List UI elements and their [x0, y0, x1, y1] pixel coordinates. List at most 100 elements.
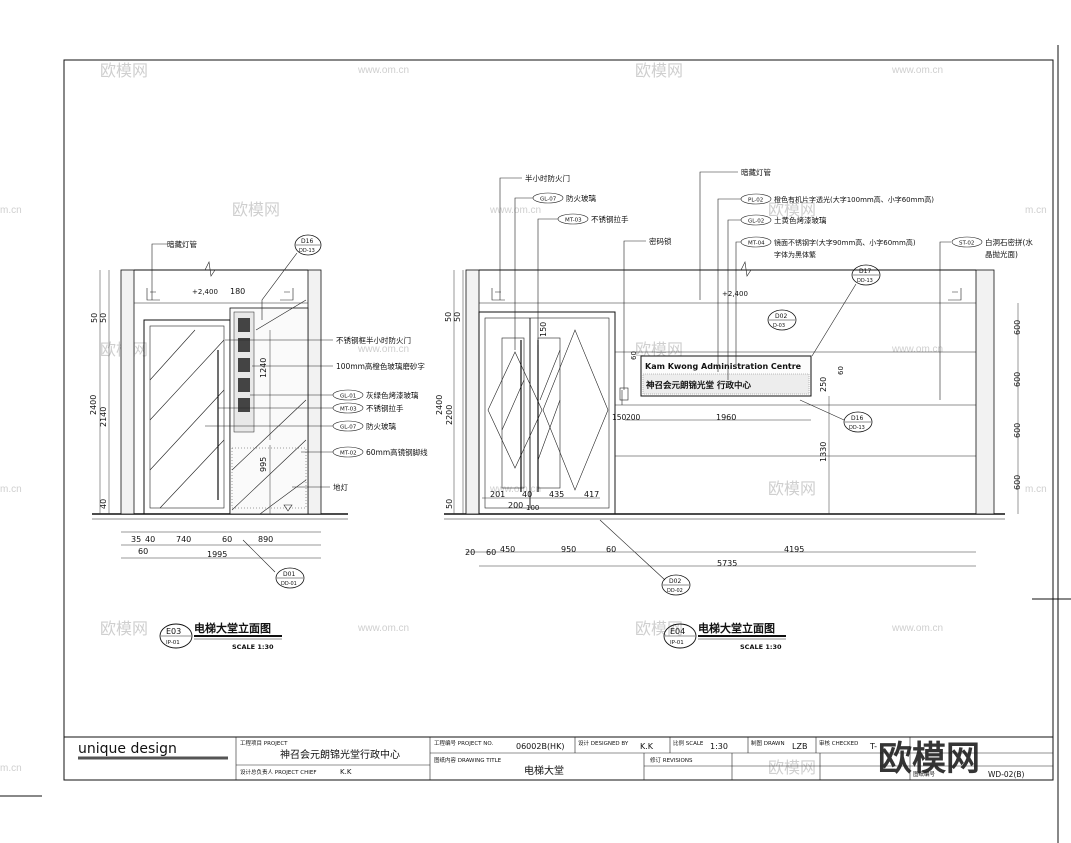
dim-text: 4195: [784, 545, 804, 554]
project-value: 神召会元朗锦光堂行政中心: [280, 748, 400, 761]
wall-right: [307, 269, 322, 515]
material-tag-code: GL-07: [340, 425, 357, 431]
material-tag: [332, 402, 364, 414]
panel-hatch: [231, 299, 307, 515]
detail-ref-number: D16: [851, 415, 863, 422]
detail-ref-number: D16: [301, 238, 313, 245]
watermark-site: m.cn: [0, 763, 22, 774]
annotation-st02: 白洞石密拼(水: [985, 237, 1033, 247]
material-tag-code: MT-04: [748, 241, 765, 247]
dim-text: 200: [626, 413, 641, 422]
frosted-char: [238, 318, 250, 332]
annotation-mt04-line2: 字体为黑体繁: [774, 250, 816, 259]
leader-line: [151, 243, 168, 300]
annotation-tag2: 不锈钢拉手: [366, 403, 404, 413]
break-symbol: [740, 261, 752, 277]
dim-text: 600: [1013, 423, 1022, 438]
drawn-value: LZB: [792, 742, 807, 751]
detail-ref-sheet: DD-13: [849, 425, 865, 431]
dim-text: 600: [1013, 372, 1022, 387]
watermark-site: www.om.cn: [891, 65, 943, 76]
leader-line: [261, 252, 298, 320]
watermark-site: www.om.cn: [357, 344, 409, 355]
dim-text: 2200: [445, 405, 454, 425]
frosted-char: [238, 358, 250, 372]
dim-text: 201: [490, 490, 505, 499]
annotation-gl07: 防火玻璃: [566, 193, 596, 203]
dim-text: 950: [561, 545, 576, 554]
annotation-glass: 100mm高橙色玻璃磨砂字: [336, 361, 425, 371]
dim-text: 60: [486, 548, 496, 557]
detail-ref-sheet: DD-13: [857, 278, 873, 284]
annotation-st02-line2: 晶抛光面): [985, 249, 1018, 259]
dim-text: 2140: [99, 407, 108, 427]
floor-light-symbol: [283, 504, 293, 512]
detail-ref-sheet: DD-01: [281, 581, 297, 587]
leader-line: [623, 240, 646, 390]
detail-ref-number: D02: [775, 313, 787, 320]
elevation-ref-number: E03: [166, 627, 181, 636]
panel-lower-stipple: [231, 447, 307, 509]
dim-text: 100: [526, 504, 539, 512]
dim-text: 890: [258, 535, 273, 544]
wall-right: [975, 269, 995, 515]
sheet-border: [63, 59, 1054, 781]
project-label: 工程项目 PROJECT: [240, 739, 288, 747]
project-no-label: 工程编号 PROJECT NO.: [434, 739, 493, 747]
cove-light-left: [491, 288, 505, 301]
dim-text: 150: [612, 413, 627, 422]
door-diamond: [487, 329, 609, 491]
watermark-logo: 欧模网: [100, 620, 148, 638]
dim-text: 2400: [89, 395, 98, 415]
checked-value: T-: [869, 742, 877, 751]
watermark-layer: 欧模网 www.om.cn 欧模网 www.om.cn m.cn 欧模网 www…: [0, 62, 1047, 777]
material-tag-code: GL-02: [748, 219, 764, 225]
material-tag: [332, 389, 364, 401]
leader-line: [727, 219, 741, 380]
dim-text: 450: [500, 545, 515, 554]
elevation-ref-number: E04: [670, 627, 685, 636]
material-tag: [332, 446, 364, 458]
dim-text: 1995: [207, 550, 227, 559]
dim-text: 600: [1013, 475, 1022, 490]
dim-text: 50: [99, 313, 108, 323]
dim-text: 5735: [717, 559, 737, 568]
annotation-floor-light: 地灯: [333, 482, 348, 492]
dim-text: 50: [453, 312, 462, 322]
elevation-scale: SCALE 1:30: [232, 643, 274, 651]
chief-label: 设计总负责人 PROJECT CHIEF: [240, 768, 317, 776]
elevation-ref-sheet: IP-01: [670, 640, 684, 646]
material-tag: [532, 192, 564, 204]
detail-ref-sheet: D-03: [773, 323, 785, 329]
cove-light-right: [948, 288, 962, 301]
annotation-tag3: 防火玻璃: [366, 421, 396, 431]
leader-line: [811, 283, 857, 357]
material-tag: [740, 236, 772, 248]
material-tag-code: GL-07: [540, 197, 557, 203]
annotation-gl02: 土黄色烤漆玻璃: [774, 215, 827, 225]
signage-chinese-strip: [642, 373, 810, 395]
leader-line: [939, 241, 951, 400]
break-symbol: [204, 261, 216, 277]
watermark-logo-large: 欧模网: [878, 740, 980, 778]
watermark-site: m.cn: [0, 484, 22, 495]
checked-label: 审核 CHECKED: [819, 739, 858, 747]
designed-value: K.K: [640, 742, 654, 751]
level-mark: +2,400: [722, 290, 748, 298]
watermark-site: www.om.cn: [489, 484, 541, 495]
project-no-value: 06002B(HK): [516, 742, 564, 751]
level-mark: +2,400: [192, 288, 218, 296]
material-tag-code: MT-03: [565, 218, 582, 224]
elevation-ref-sheet: IP-01: [166, 640, 180, 646]
frosted-char: [238, 398, 250, 412]
detail-ref-sheet: DD-02: [667, 588, 683, 594]
watermark-site: m.cn: [0, 205, 22, 216]
frosted-char: [238, 378, 250, 392]
detail-ref-bubble: [275, 567, 305, 589]
watermark-logo: 欧模网: [635, 62, 683, 80]
revisions-label: 修订 REVISIONS: [650, 756, 693, 764]
watermark-site: www.om.cn: [891, 623, 943, 634]
dim-text: 60: [837, 366, 845, 375]
frosted-char: [238, 338, 250, 352]
dim-text: 40: [99, 499, 108, 509]
